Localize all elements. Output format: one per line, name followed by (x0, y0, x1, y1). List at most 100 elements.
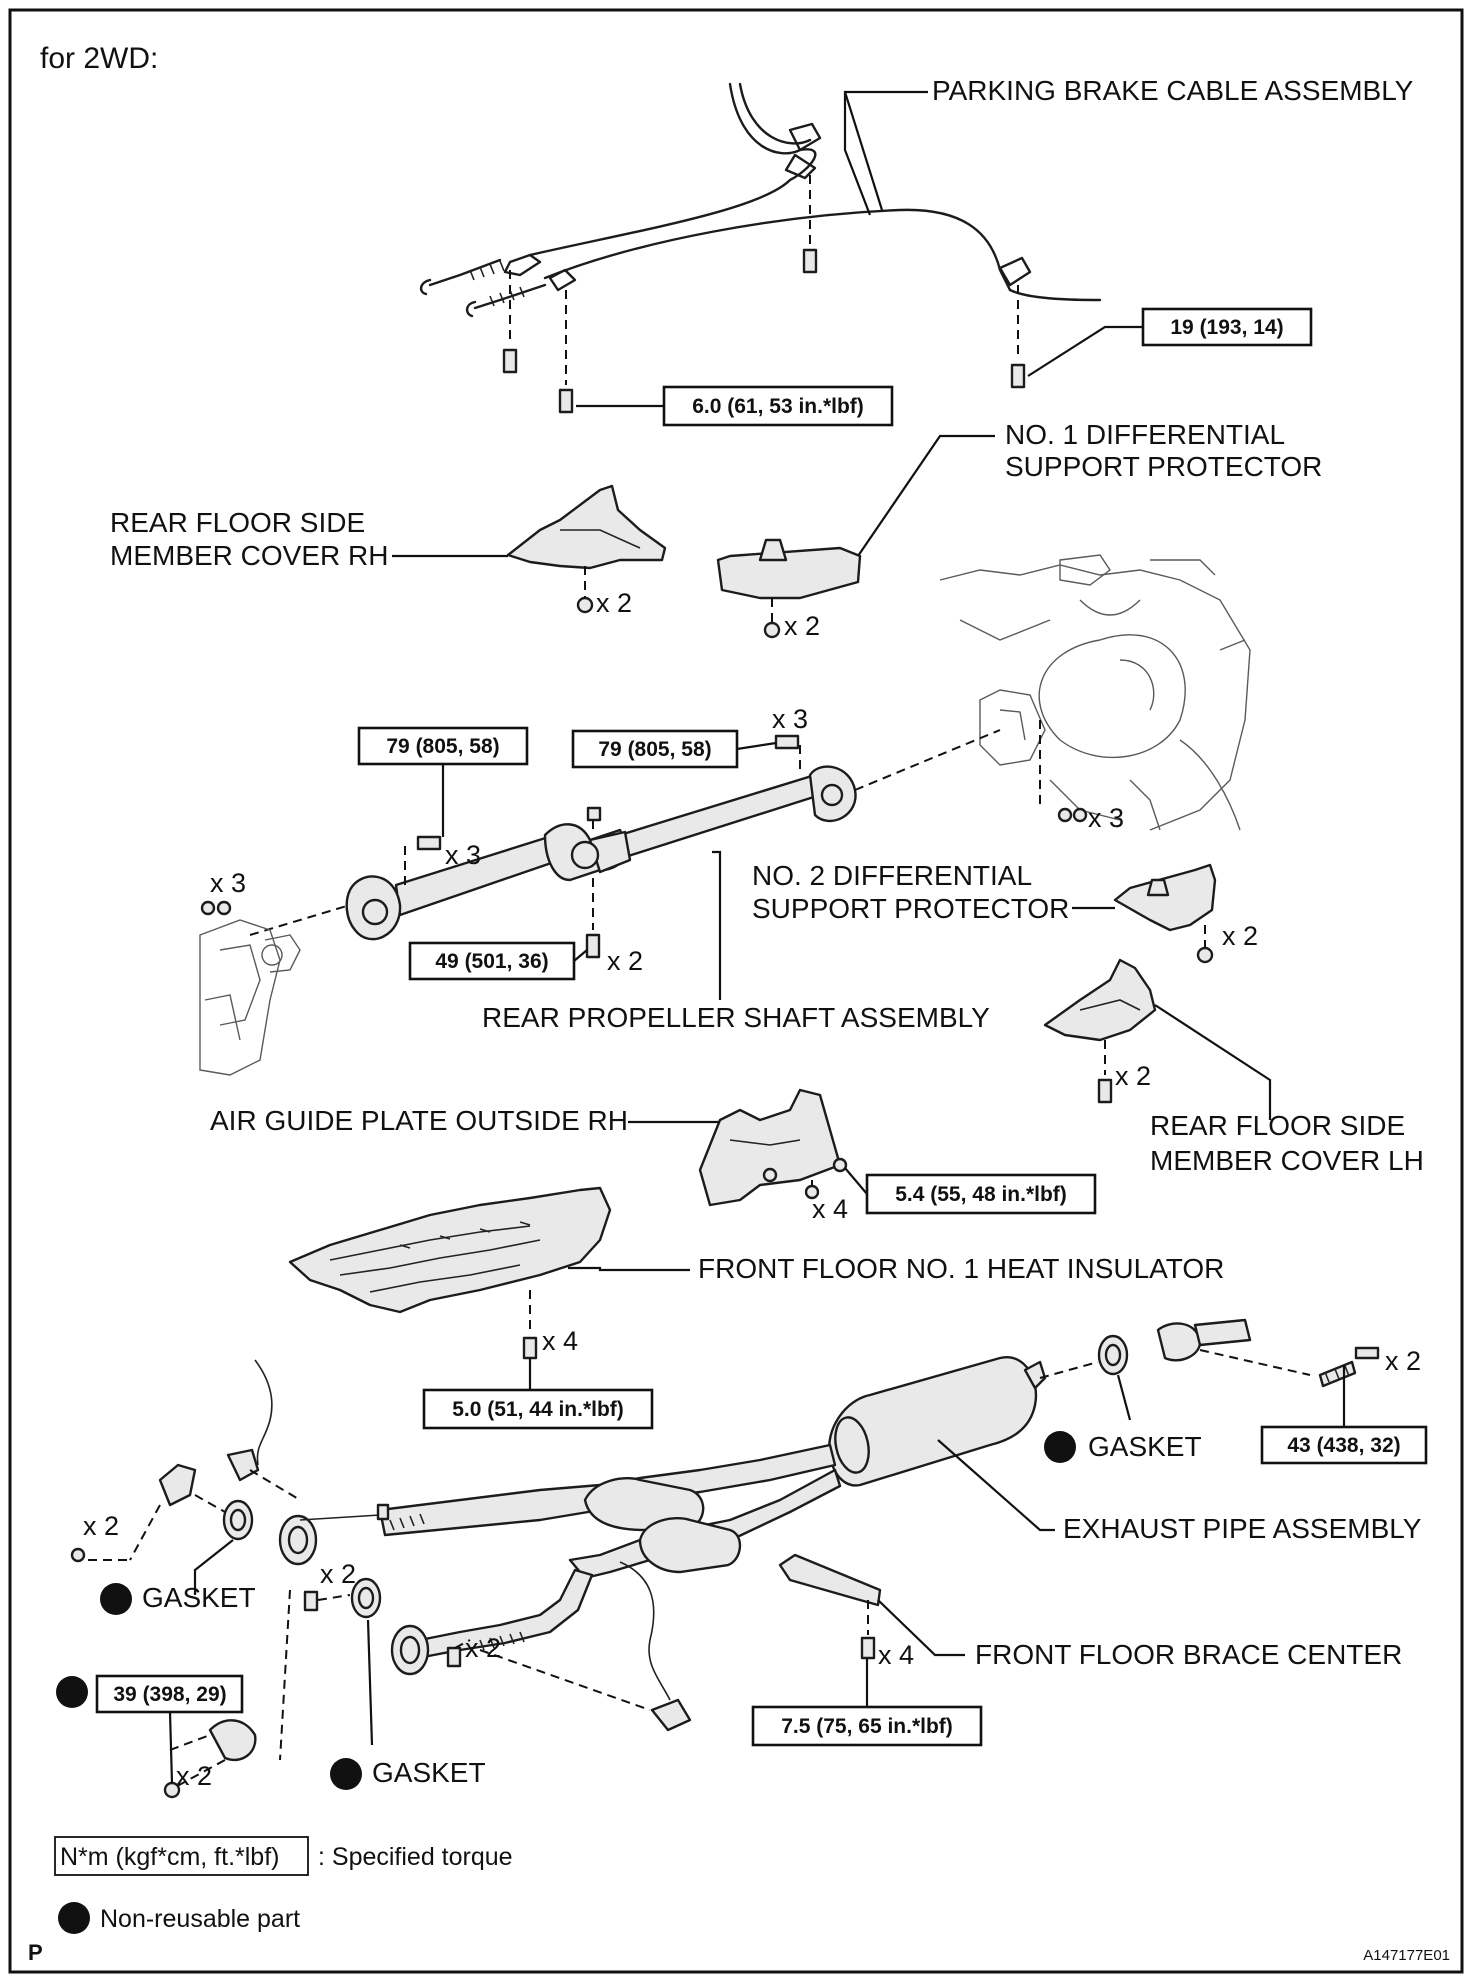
torque-79-a-text: 79 (805, 58) (386, 735, 499, 758)
nonreusable-dot-gasket-rear (1044, 1431, 1076, 1463)
qty-tail-spring-bolt: x 2 (1385, 1346, 1421, 1376)
legend-torque-box (54, 1836, 309, 1876)
label-cover-lh-l1: REAR FLOOR SIDE (1150, 1110, 1405, 1141)
qty-heat-insulator: x 4 (542, 1326, 578, 1356)
torque-43-text: 43 (438, 32) (1287, 1434, 1400, 1457)
qty-shaft-diff-bolt: x 3 (772, 704, 808, 734)
exhaust-pipe-assembly (278, 1355, 1047, 1676)
torque-7-5-text: 7.5 (75, 65 in.*lbf) (781, 1715, 953, 1738)
torque-box-7-5 (751, 1705, 983, 1747)
qty-front-stud-nut: x 2 (176, 1761, 212, 1791)
qty-cover-lh: x 2 (1115, 1061, 1151, 1091)
torque-79-b-text: 79 (805, 58) (598, 738, 711, 761)
torque-box-5-0 (422, 1388, 654, 1430)
oxygen-sensors (226, 1359, 692, 1732)
shaft-front-dash (249, 904, 351, 936)
qty-brace-center: x 4 (878, 1640, 914, 1670)
no2-differential-support-protector (1113, 863, 1217, 964)
label-no1-diff-l1: NO. 1 DIFFERENTIAL (1005, 419, 1285, 450)
leader-39 (168, 1711, 174, 1784)
torque-49-text: 49 (501, 36) (435, 950, 548, 973)
leader-propeller-shaft (712, 850, 722, 1000)
torque-6-0-text: 6.0 (61, 53 in.*lbf) (692, 395, 864, 418)
torque-box-49 (408, 941, 576, 981)
parking-brake-bolts (502, 175, 1026, 414)
legend-nonreusable-text: Non-reusable part (100, 1905, 300, 1933)
nonreusable-dot-gasket-left (100, 1583, 132, 1615)
tail-pipe-connection (1039, 1318, 1380, 1388)
shaft-center-bolt (585, 933, 601, 959)
leader-exhaust-pipe (937, 1439, 1055, 1532)
label-brace-center: FRONT FLOOR BRACE CENTER (975, 1639, 1402, 1670)
leader-heat-insulator (568, 1266, 690, 1272)
nonreusable-dot-gasket-bottom (330, 1758, 362, 1790)
leader-cover-lh (1154, 1004, 1272, 1120)
torque-19-text: 19 (193, 14) (1170, 316, 1283, 339)
legend-nonreusable-dot (58, 1902, 90, 1934)
torque-5-4-text: 5.4 (55, 48 in.*lbf) (895, 1183, 1067, 1206)
label-gasket-left: GASKET (142, 1582, 256, 1613)
leader-no1-diff (857, 434, 995, 557)
label-parking-brake: PARKING BRAKE CABLE ASSEMBLY (932, 75, 1414, 106)
leader-19 (1027, 325, 1143, 377)
qty-air-guide: x 4 (812, 1194, 848, 1224)
qty-diff-nut: x 3 (1088, 803, 1124, 833)
diff-nut (1072, 807, 1088, 823)
torque-box-79-b (571, 729, 739, 769)
legend-torque-units: N*m (kgf*cm, ft.*lbf) (60, 1843, 279, 1871)
qty-front-left-nut: x 2 (83, 1511, 119, 1541)
diff-washer (1057, 807, 1073, 823)
label-no2-diff-l1: NO. 2 DIFFERENTIAL (752, 860, 1032, 891)
label-air-guide: AIR GUIDE PLATE OUTSIDE RH (210, 1105, 628, 1136)
rear-floor-side-member-cover-rh (506, 484, 667, 614)
label-exhaust-pipe: EXHAUST PIPE ASSEMBLY (1063, 1513, 1422, 1544)
shaft-diff-dash (854, 729, 1001, 791)
torque-box-5-4 (865, 1173, 1097, 1215)
label-cover-rh-l1: REAR FLOOR SIDE (110, 507, 365, 538)
label-heat-insulator: FRONT FLOOR NO. 1 HEAT INSULATOR (698, 1253, 1224, 1284)
figure-id: A147177E01 (1363, 1947, 1450, 1964)
corner-letter: P (28, 1940, 43, 1965)
torque-box-6-0 (662, 385, 894, 427)
figure-frame (8, 8, 1464, 1974)
front-floor-no1-heat-insulator (288, 1186, 612, 1360)
transmission (199, 919, 301, 1076)
torque-box-39 (95, 1674, 244, 1714)
rear-differential-subframe (939, 554, 1251, 831)
parking-brake-cable-assembly (419, 82, 1102, 318)
qty-center-bearing-bolt: x 2 (607, 946, 643, 976)
qty-no1-diff: x 2 (784, 611, 820, 641)
qty-front-center-bolt: x 2 (320, 1559, 356, 1589)
leader-79-b (736, 741, 777, 751)
rear-propeller-shaft-assembly (345, 765, 857, 941)
front-pipe-left-connection (70, 1463, 471, 1799)
qty-shaft-rear-bolt: x 3 (445, 840, 481, 870)
no1-differential-support-protector (716, 538, 862, 639)
rear-floor-side-member-cover-lh (1043, 958, 1157, 1104)
front-floor-brace-center (778, 1553, 882, 1660)
qty-cover-rh: x 2 (596, 588, 632, 618)
label-cover-rh-l2: MEMBER COVER RH (110, 540, 388, 571)
label-cover-lh-l2: MEMBER COVER LH (1150, 1145, 1424, 1176)
qty-front-right-bolt: x 2 (465, 1633, 501, 1663)
leader-brace-center (877, 1599, 965, 1657)
label-no2-diff-l2: SUPPORT PROTECTOR (752, 893, 1069, 924)
torque-box-19 (1141, 307, 1313, 347)
torque-5-0-text: 5.0 (51, 44 in.*lbf) (452, 1398, 624, 1421)
label-propeller-shaft: REAR PROPELLER SHAFT ASSEMBLY (482, 1002, 990, 1033)
label-no1-diff-l2: SUPPORT PROTECTOR (1005, 451, 1322, 482)
leader-gasket-bottom (366, 1619, 374, 1746)
label-gasket-rear: GASKET (1088, 1431, 1202, 1462)
trans-nut-2 (216, 900, 232, 916)
variant-heading: for 2WD: (40, 42, 158, 75)
air-guide-plate-outside-rh (698, 1088, 848, 1207)
shaft-flange-bolt-front (416, 835, 442, 851)
trans-nut-1 (200, 900, 216, 916)
qty-trans-nut: x 3 (210, 868, 246, 898)
legend-torque-text: : Specified torque (318, 1843, 513, 1871)
leader-gasket-left (193, 1539, 234, 1595)
leader-gasket-rear (1116, 1374, 1132, 1421)
torque-39-text: 39 (398, 29) (113, 1683, 226, 1706)
